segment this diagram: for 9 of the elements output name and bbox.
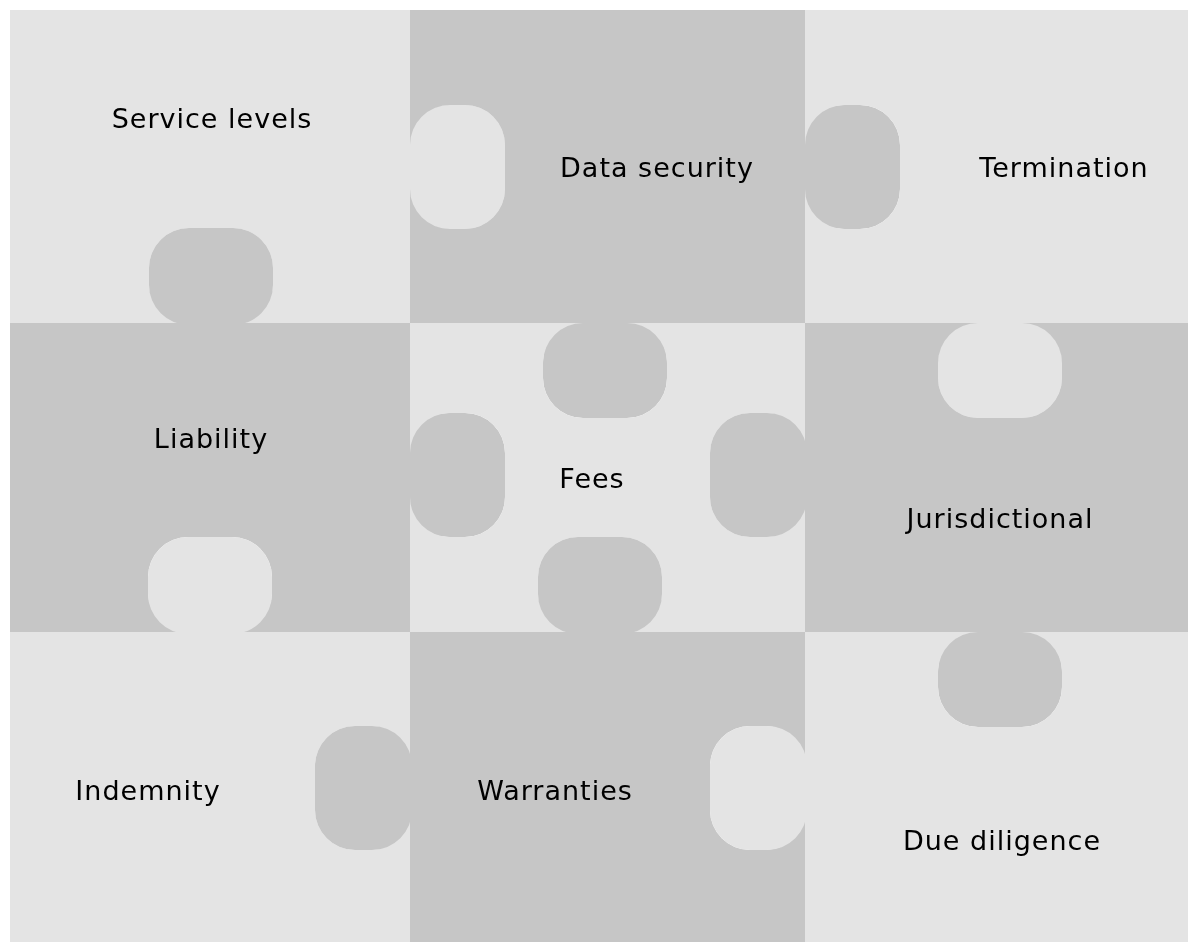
piece-label: Fees: [559, 462, 625, 494]
piece-label: Liability: [153, 422, 269, 454]
piece-label: Data security: [560, 151, 754, 183]
piece-label: Due diligence: [902, 824, 1102, 856]
piece-label: Service levels: [111, 102, 313, 134]
piece-label: Termination: [979, 151, 1149, 183]
piece-label: Jurisdictional: [906, 502, 1094, 534]
piece-label: Indemnity: [75, 774, 221, 806]
piece-label: Warranties: [477, 774, 633, 806]
